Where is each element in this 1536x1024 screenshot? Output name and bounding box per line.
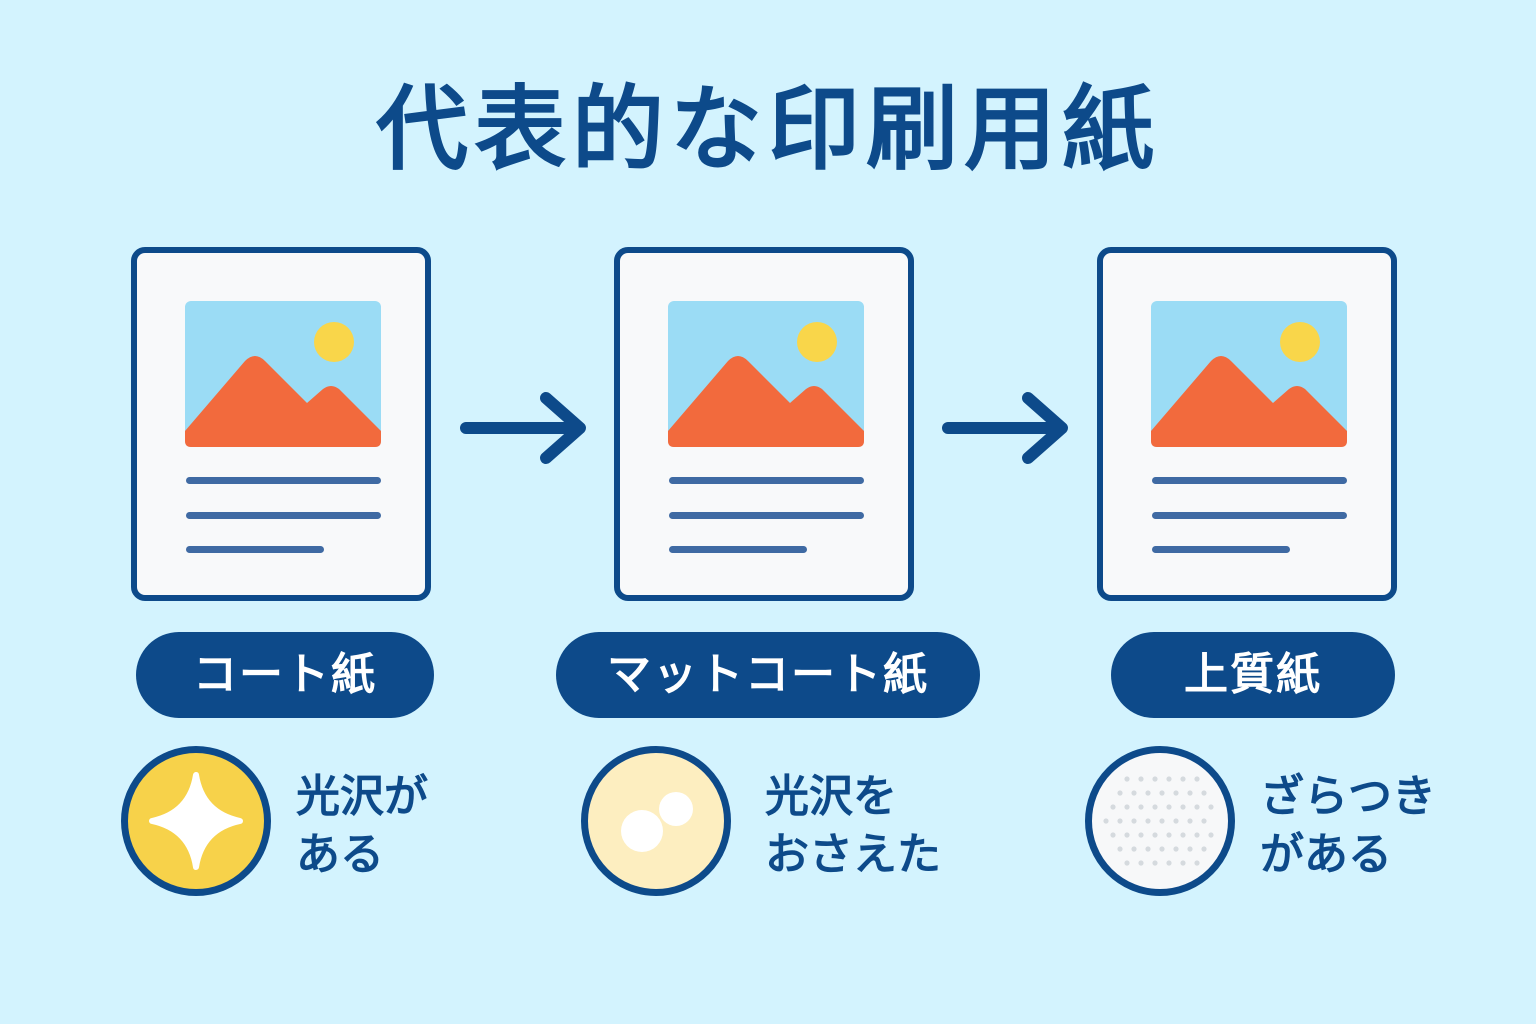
arrow-right-icon <box>460 392 586 464</box>
texture-dot <box>1159 846 1165 852</box>
texture-dot <box>1117 846 1123 852</box>
texture-dot <box>1166 832 1172 838</box>
text-line <box>1152 512 1347 519</box>
texture-dot <box>1138 804 1144 810</box>
feature-line-1: 光沢を <box>765 771 897 822</box>
texture-dot <box>1166 860 1172 866</box>
texture-dot <box>1187 846 1193 852</box>
texture-dot <box>1159 790 1165 796</box>
soft-dots-icon <box>581 746 731 896</box>
woodfree-paper-feature: ざらつき がある <box>1260 768 1436 884</box>
texture-dot <box>1194 860 1200 866</box>
text-line <box>186 477 381 484</box>
sun-icon <box>1280 322 1320 362</box>
texture-dot <box>1208 832 1214 838</box>
text-line <box>669 512 864 519</box>
texture-dot <box>1124 832 1130 838</box>
texture-dot <box>1166 804 1172 810</box>
texture-dot <box>1138 860 1144 866</box>
texture-dot <box>1159 818 1165 824</box>
document-illustration <box>1151 301 1347 553</box>
texture-dot <box>1103 818 1109 824</box>
texture-dot <box>1194 832 1200 838</box>
mountain-icon <box>1151 356 1347 447</box>
dotted-texture-icon <box>1085 746 1235 896</box>
text-line <box>186 546 324 553</box>
document-illustration <box>668 301 864 553</box>
texture-dot <box>1117 818 1123 824</box>
text-line <box>669 477 864 484</box>
texture-dot <box>1201 818 1207 824</box>
coated-paper-feature: 光沢が ある <box>296 768 428 884</box>
texture-dot <box>1124 776 1130 782</box>
matte-coated-paper-feature: 光沢を おさえた <box>765 768 941 884</box>
texture-dot <box>1173 846 1179 852</box>
texture-dot <box>1110 832 1116 838</box>
mountain-icon <box>185 356 381 447</box>
texture-dot <box>1138 832 1144 838</box>
texture-dot <box>1201 846 1207 852</box>
feature-line-1: ざらつき <box>1260 771 1436 822</box>
matte-coated-paper-label: マットコート紙 <box>556 632 980 718</box>
texture-dot <box>1180 832 1186 838</box>
document-illustration <box>185 301 381 553</box>
texture-dot <box>1201 790 1207 796</box>
text-line <box>1152 477 1347 484</box>
text-line <box>669 546 807 553</box>
woodfree-paper-document-icon <box>1097 247 1397 601</box>
texture-dot <box>1145 818 1151 824</box>
woodfree-paper-label: 上質紙 <box>1111 632 1395 718</box>
texture-dot <box>1152 804 1158 810</box>
coated-paper-label: コート紙 <box>136 632 434 718</box>
texture-dot <box>1194 776 1200 782</box>
sparkle-icon <box>121 746 271 896</box>
coated-paper-document-icon <box>131 247 431 601</box>
feature-line-2: おさえた <box>765 829 941 880</box>
texture-dot <box>1152 860 1158 866</box>
texture-dot <box>1166 776 1172 782</box>
texture-dot <box>1152 832 1158 838</box>
page-title: 代表的な印刷用紙 <box>375 76 1160 183</box>
texture-dot <box>1180 776 1186 782</box>
feature-line-2: がある <box>1260 829 1392 880</box>
feature-line-1: 光沢が <box>296 771 428 822</box>
sun-icon <box>797 322 837 362</box>
text-line <box>186 512 381 519</box>
texture-dot <box>1180 804 1186 810</box>
texture-dot <box>1145 846 1151 852</box>
texture-dot <box>1187 818 1193 824</box>
sun-icon <box>314 322 354 362</box>
texture-dot <box>1187 790 1193 796</box>
texture-dot <box>1138 776 1144 782</box>
texture-dot <box>1131 790 1137 796</box>
texture-dot <box>1208 804 1214 810</box>
texture-dot <box>1194 804 1200 810</box>
texture-dot <box>1173 818 1179 824</box>
feature-line-2: ある <box>296 829 384 880</box>
texture-dot <box>1131 846 1137 852</box>
texture-dot <box>1131 818 1137 824</box>
texture-dot <box>1145 790 1151 796</box>
texture-dot <box>1173 790 1179 796</box>
texture-dot <box>1124 804 1130 810</box>
texture-dot <box>1180 860 1186 866</box>
mountain-icon <box>668 356 864 447</box>
texture-dot <box>1117 790 1123 796</box>
matte-coated-paper-document-icon <box>614 247 914 601</box>
arrow-right-icon <box>942 392 1068 464</box>
texture-dot <box>1152 776 1158 782</box>
texture-dot <box>1110 804 1116 810</box>
texture-dot <box>1124 860 1130 866</box>
text-line <box>1152 546 1290 553</box>
